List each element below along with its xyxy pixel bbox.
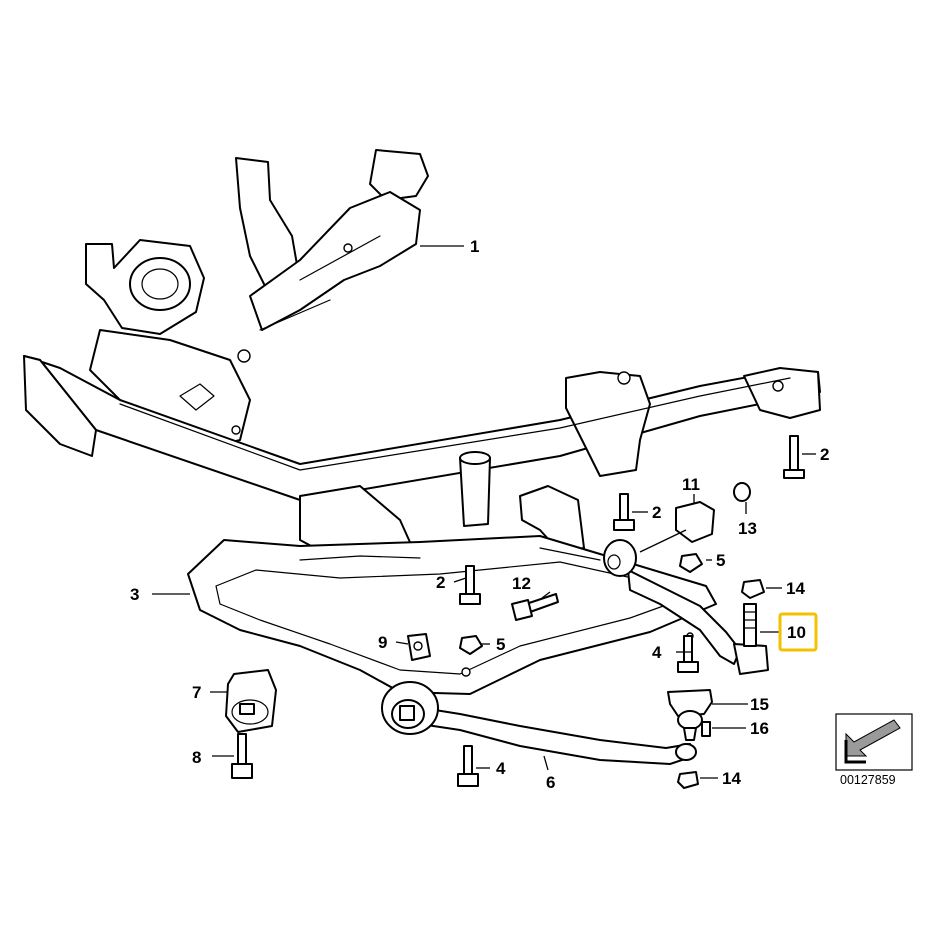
callout-16[interactable]: 16 [750, 719, 769, 738]
callout-3[interactable]: 3 [130, 585, 139, 604]
callout-2-right[interactable]: 2 [820, 445, 829, 464]
nut-part-5-right [679, 553, 703, 573]
callout-7[interactable]: 7 [192, 683, 201, 702]
nut-part-13 [733, 482, 751, 502]
shield-part-3 [187, 535, 717, 695]
nut-part-14-top [741, 579, 765, 599]
reference-code: 00127859 [840, 773, 896, 787]
tension-strut-part-10 [603, 539, 769, 675]
bolt-part-2-right [783, 435, 805, 479]
callout-4-top[interactable]: 4 [652, 643, 662, 662]
callout-4-bottom[interactable]: 4 [496, 759, 506, 778]
callouts: 1 2 2 2 3 4 4 5 5 6 7 8 9 10 11 12 13 14… [130, 237, 829, 792]
callout-11[interactable]: 11 [682, 475, 700, 494]
callout-5-right[interactable]: 5 [716, 551, 725, 570]
bushing-part-11 [675, 501, 715, 543]
callout-6[interactable]: 6 [546, 773, 555, 792]
callout-10-highlight [778, 612, 818, 652]
wishbone-part-6 [381, 681, 697, 765]
bolt-part-4-top [677, 635, 699, 673]
callout-9[interactable]: 9 [378, 633, 387, 652]
callout-14-bottom[interactable]: 14 [722, 769, 741, 788]
arrow-icon[interactable] [844, 719, 901, 764]
callout-14-top[interactable]: 14 [786, 579, 805, 598]
nut-part-5-left [459, 635, 483, 655]
callout-12[interactable]: 12 [512, 574, 531, 593]
leader-lines [152, 245, 816, 779]
bolt-part-2-center [613, 493, 635, 531]
callout-10[interactable]: 10 [787, 623, 806, 642]
ball-joint-part-15 [667, 689, 713, 741]
subframe-part-1 [23, 149, 821, 605]
bolt-part-12 [511, 593, 559, 621]
callout-1[interactable]: 1 [470, 237, 479, 256]
bolt-part-2-left [459, 565, 481, 605]
bolt-part-4-bottom [457, 745, 479, 787]
callout-13[interactable]: 13 [738, 519, 757, 538]
callout-15[interactable]: 15 [750, 695, 769, 714]
reference-box: 00127859 [835, 713, 913, 787]
mount-part-9 [407, 633, 431, 661]
bolt-part-16 [701, 721, 711, 737]
callout-2-left[interactable]: 2 [436, 573, 445, 592]
callout-2-center[interactable]: 2 [652, 503, 661, 522]
bolt-part-8 [231, 733, 253, 779]
callout-5-left[interactable]: 5 [496, 635, 505, 654]
nut-part-14-bottom [677, 771, 699, 789]
callout-8[interactable]: 8 [192, 748, 201, 767]
bushing-part-7 [225, 669, 277, 733]
